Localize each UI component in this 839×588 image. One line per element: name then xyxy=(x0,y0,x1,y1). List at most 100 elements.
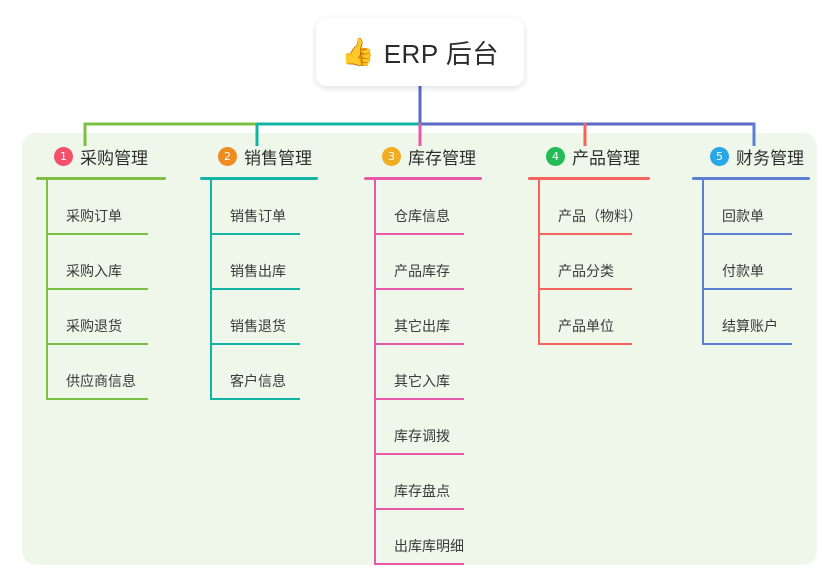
branch-spine xyxy=(374,180,376,565)
branch-title: 库存管理 xyxy=(408,148,476,168)
leaf-underline xyxy=(702,233,792,235)
leaf-item[interactable]: 销售退货 xyxy=(200,290,318,345)
leaf-label: 库存调拨 xyxy=(394,428,450,444)
leaf-label: 客户信息 xyxy=(230,373,286,389)
leaf-underline xyxy=(374,453,464,455)
leaf-item[interactable]: 产品（物料） xyxy=(528,180,650,235)
branch-spine xyxy=(210,180,212,400)
leaf-underline xyxy=(210,288,300,290)
leaf-underline xyxy=(374,233,464,235)
branch-5: 5 财务管理回款单付款单结算账户 xyxy=(692,143,810,345)
branch-spine xyxy=(538,180,540,345)
branch-1: 1 采购管理采购订单采购入库采购退货供应商信息 xyxy=(36,143,166,400)
leaf-item[interactable]: 产品单位 xyxy=(528,290,650,345)
leaf-item[interactable]: 供应商信息 xyxy=(36,345,166,400)
leaf-label: 供应商信息 xyxy=(66,373,136,389)
leaf-item[interactable]: 产品分类 xyxy=(528,235,650,290)
branch-items: 仓库信息产品库存其它出库其它入库库存调拨库存盘点出库库明细 xyxy=(364,180,482,565)
branch-items: 销售订单销售出库销售退货客户信息 xyxy=(200,180,318,400)
branch-number-badge: 3 xyxy=(382,146,401,166)
root-node[interactable]: 👍 ERP 后台 xyxy=(316,18,524,86)
leaf-label: 仓库信息 xyxy=(394,208,450,224)
leaf-item[interactable]: 仓库信息 xyxy=(364,180,482,235)
leaf-underline xyxy=(702,288,792,290)
leaf-label: 采购退货 xyxy=(66,318,122,334)
leaf-item[interactable]: 结算账户 xyxy=(692,290,810,345)
branch-3: 3 库存管理仓库信息产品库存其它出库其它入库库存调拨库存盘点出库库明细 xyxy=(364,143,482,565)
leaf-item[interactable]: 销售出库 xyxy=(200,235,318,290)
leaf-label: 采购入库 xyxy=(66,263,122,279)
branch-title: 产品管理 xyxy=(572,148,640,168)
branch-4: 4 产品管理产品（物料） 产品分类产品单位 xyxy=(528,143,650,345)
branch-header-2[interactable]: 2 销售管理 xyxy=(200,143,318,169)
leaf-item[interactable]: 出库库明细 xyxy=(364,510,482,565)
branch-title: 采购管理 xyxy=(80,148,148,168)
leaf-item[interactable]: 回款单 xyxy=(692,180,810,235)
leaf-underline xyxy=(374,343,464,345)
branch-items: 采购订单采购入库采购退货供应商信息 xyxy=(36,180,166,400)
branch-underline xyxy=(364,177,482,180)
leaf-underline xyxy=(46,398,148,400)
leaf-label: 出库库明细 xyxy=(394,538,464,554)
leaf-label: 其它入库 xyxy=(394,373,450,389)
leaf-label: 产品（物料） xyxy=(558,208,642,224)
leaf-item[interactable]: 客户信息 xyxy=(200,345,318,400)
branch-header-3[interactable]: 3 库存管理 xyxy=(364,143,482,169)
branch-items: 回款单付款单结算账户 xyxy=(692,180,810,345)
diagram-background-panel xyxy=(22,133,817,565)
branch-spine xyxy=(46,180,48,400)
branch-title: 销售管理 xyxy=(244,148,312,168)
branch-number-badge: 2 xyxy=(218,146,237,166)
branch-header-4[interactable]: 4 产品管理 xyxy=(528,143,650,169)
leaf-item[interactable]: 其它入库 xyxy=(364,345,482,400)
branch-items: 产品（物料） 产品分类产品单位 xyxy=(528,180,650,345)
branch-header-1[interactable]: 1 采购管理 xyxy=(36,143,166,169)
leaf-underline xyxy=(46,288,148,290)
root-node-label: ERP 后台 xyxy=(383,38,499,69)
branch-number-badge: 5 xyxy=(710,146,729,166)
leaf-label: 采购订单 xyxy=(66,208,122,224)
leaf-underline xyxy=(46,233,148,235)
leaf-item[interactable]: 采购订单 xyxy=(36,180,166,235)
leaf-underline xyxy=(46,343,148,345)
leaf-label: 销售订单 xyxy=(230,208,286,224)
leaf-label: 其它出库 xyxy=(394,318,450,334)
leaf-item[interactable]: 付款单 xyxy=(692,235,810,290)
leaf-item[interactable]: 采购入库 xyxy=(36,235,166,290)
leaf-item[interactable]: 库存盘点 xyxy=(364,455,482,510)
leaf-label: 回款单 xyxy=(722,208,764,224)
leaf-item[interactable]: 库存调拨 xyxy=(364,400,482,455)
leaf-label: 销售退货 xyxy=(230,318,286,334)
leaf-underline xyxy=(538,288,632,290)
branch-title: 财务管理 xyxy=(736,148,804,168)
leaf-label: 产品单位 xyxy=(558,318,614,334)
leaf-underline xyxy=(374,398,464,400)
leaf-underline xyxy=(374,563,464,565)
leaf-label: 销售出库 xyxy=(230,263,286,279)
leaf-underline xyxy=(210,233,300,235)
leaf-item[interactable]: 采购退货 xyxy=(36,290,166,345)
leaf-underline xyxy=(374,288,464,290)
leaf-underline xyxy=(210,398,300,400)
leaf-underline xyxy=(374,508,464,510)
branch-number-badge: 1 xyxy=(54,146,73,166)
leaf-underline xyxy=(702,343,792,345)
branch-underline xyxy=(528,177,650,180)
branch-header-5[interactable]: 5 财务管理 xyxy=(692,143,810,169)
branch-underline xyxy=(200,177,318,180)
leaf-item[interactable]: 其它出库 xyxy=(364,290,482,345)
leaf-label: 产品库存 xyxy=(394,263,450,279)
leaf-label: 库存盘点 xyxy=(394,483,450,499)
branch-underline xyxy=(692,177,810,180)
leaf-underline xyxy=(210,343,300,345)
thumbs-up-icon: 👍 xyxy=(341,36,375,67)
leaf-item[interactable]: 产品库存 xyxy=(364,235,482,290)
branch-number-badge: 4 xyxy=(546,146,565,166)
branch-spine xyxy=(702,180,704,345)
leaf-label: 结算账户 xyxy=(722,318,778,334)
leaf-label: 付款单 xyxy=(722,263,764,279)
leaf-item[interactable]: 销售订单 xyxy=(200,180,318,235)
leaf-underline xyxy=(538,343,632,345)
branch-underline xyxy=(36,177,166,180)
